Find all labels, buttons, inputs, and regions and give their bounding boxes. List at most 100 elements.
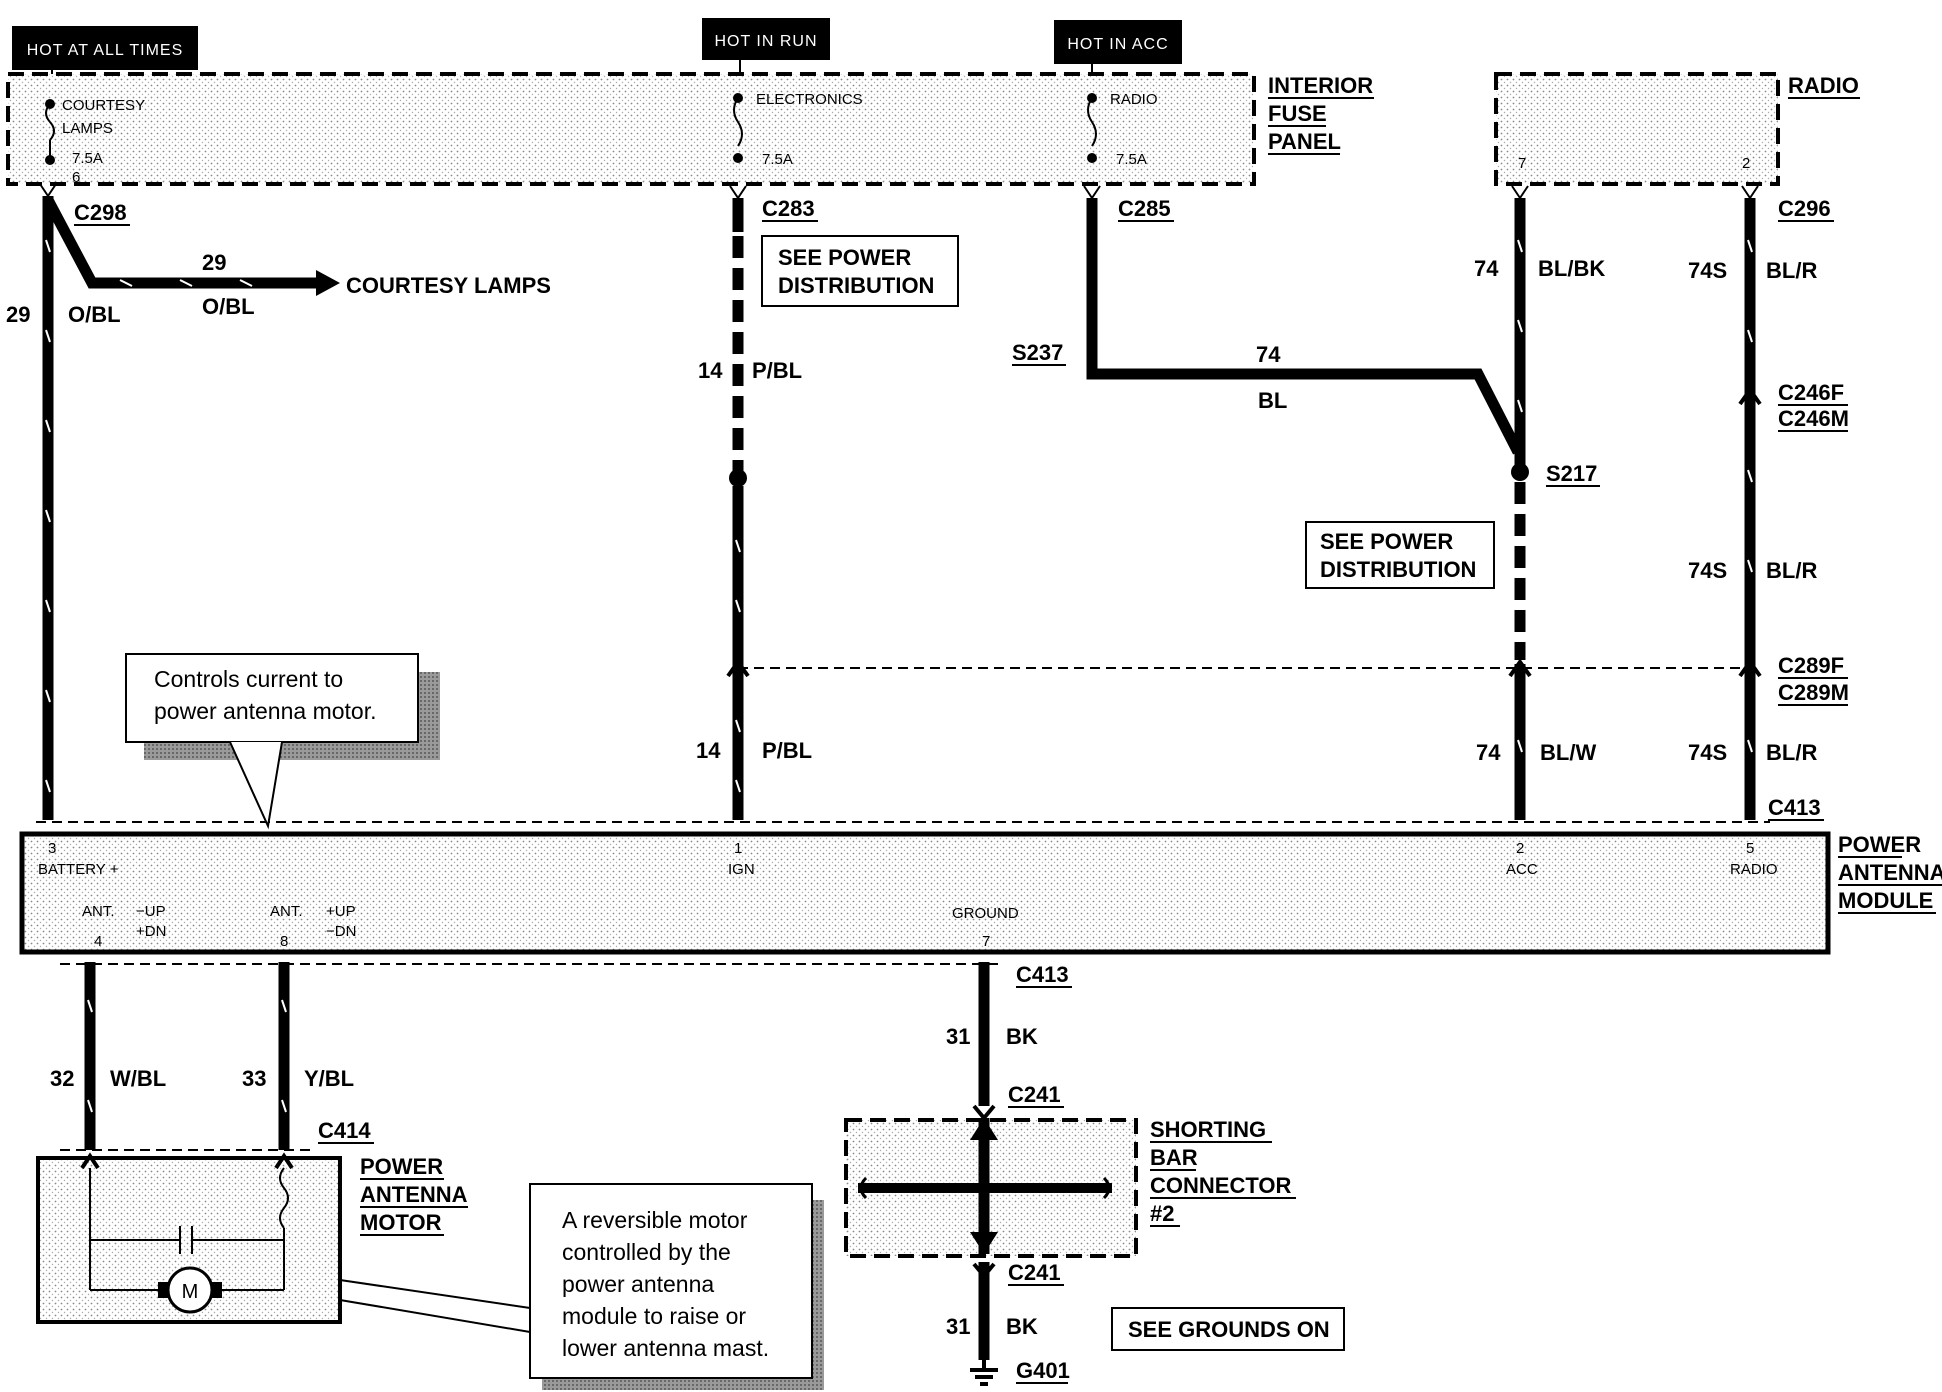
svg-text:6: 6	[72, 169, 80, 186]
svg-text:BK: BK	[1006, 1024, 1038, 1049]
svg-text:7: 7	[982, 933, 990, 950]
svg-text:+UP: +UP	[326, 903, 356, 920]
svg-text:BK: BK	[1006, 1314, 1038, 1339]
svg-text:IGN: IGN	[728, 861, 755, 878]
wire-74-bl	[1083, 185, 1523, 455]
svg-text:P/BL: P/BL	[762, 738, 812, 763]
motor-icon	[166, 1266, 214, 1314]
s237-label: S237	[1012, 340, 1063, 365]
svg-text:4: 4	[94, 933, 102, 950]
hot-at-all-times-label: HOT AT ALL TIMES	[12, 26, 198, 70]
svg-text:2: 2	[1742, 155, 1750, 172]
c246f-label: C246F	[1778, 380, 1844, 405]
svg-text:Controls current to: Controls current to	[154, 666, 343, 692]
svg-text:HOT AT ALL TIMES: HOT AT ALL TIMES	[27, 42, 184, 59]
wire-74-blbk	[1511, 185, 1529, 820]
svg-text:BL/R: BL/R	[1766, 740, 1817, 765]
svg-text:BATTERY +: BATTERY +	[38, 861, 119, 878]
svg-text:RADIO: RADIO	[1730, 861, 1778, 878]
svg-text:ANT.: ANT.	[82, 903, 115, 920]
svg-text:74S: 74S	[1688, 258, 1727, 283]
svg-text:P/BL: P/BL	[752, 358, 802, 383]
c413-bottom-label: C413	[1016, 962, 1069, 987]
g401-label: G401	[1016, 1358, 1070, 1383]
svg-text:+DN: +DN	[136, 923, 166, 940]
svg-text:74S: 74S	[1688, 558, 1727, 583]
s217-label: S217	[1546, 461, 1597, 486]
svg-text:M: M	[182, 1281, 199, 1303]
svg-text:HOT IN RUN: HOT IN RUN	[714, 33, 817, 50]
svg-text:COURTESY: COURTESY	[62, 97, 145, 114]
svg-text:33: 33	[242, 1066, 266, 1091]
svg-text:1: 1	[734, 840, 742, 857]
wire-14	[729, 185, 747, 820]
power-antenna-module: POWER ANTENNA MODULE 3 BATTERY + 1 IGN 2…	[19, 831, 1942, 955]
wire-29	[39, 183, 340, 820]
see-power-distribution-box-1: SEE POWER DISTRIBUTION	[761, 235, 959, 307]
c413-top-label: C413	[1768, 795, 1821, 820]
fuse-panel-title-3: PANEL	[1268, 129, 1341, 154]
svg-text:14: 14	[696, 738, 721, 763]
svg-text:BL/W: BL/W	[1540, 740, 1596, 765]
wire-tick-marks	[45, 239, 1753, 793]
radio-fuse: RADIO 7.5A	[1087, 91, 1158, 168]
motor-title-1: POWER	[360, 1154, 443, 1179]
connector-labels: C298 C283 C285 C296 C246F C246M C289F C2…	[74, 196, 1849, 1384]
c285-label: C285	[1118, 196, 1171, 221]
c241-top-label: C241	[1008, 1082, 1061, 1107]
svg-text:BL/BK: BL/BK	[1538, 256, 1605, 281]
motor-title-3: MOTOR	[360, 1210, 442, 1235]
module-title-1: POWER	[1838, 832, 1921, 857]
c283-label: C283	[762, 196, 815, 221]
svg-text:8: 8	[280, 933, 288, 950]
module-title-2: ANTENNA	[1838, 860, 1942, 885]
svg-text:DISTRIBUTION: DISTRIBUTION	[1320, 557, 1476, 582]
svg-text:74: 74	[1476, 740, 1501, 765]
power-antenna-motor: M POWER ANTENNA MOTOR	[36, 1152, 468, 1324]
module-title-3: MODULE	[1838, 888, 1933, 913]
ground-symbol-icon	[970, 1360, 998, 1386]
fuse-panel-title-1: INTERIOR	[1268, 73, 1373, 98]
svg-text:7.5A: 7.5A	[762, 151, 793, 168]
hot-in-acc-label: HOT IN ACC	[1054, 20, 1182, 64]
svg-text:ELECTRONICS: ELECTRONICS	[756, 91, 863, 108]
shorting-bar-connector: SHORTING BAR CONNECTOR #2	[844, 1117, 1296, 1258]
svg-text:BL/R: BL/R	[1766, 558, 1817, 583]
c289m-label: C289M	[1778, 680, 1849, 705]
svg-text:O/BL: O/BL	[68, 302, 121, 327]
shorting-bar-title-3: CONNECTOR	[1150, 1173, 1291, 1198]
svg-text:BL/R: BL/R	[1766, 258, 1817, 283]
svg-text:31: 31	[946, 1314, 970, 1339]
c289f-label: C289F	[1778, 653, 1844, 678]
electronics-fuse: ELECTRONICS 7.5A	[733, 91, 863, 168]
svg-text:7.5A: 7.5A	[72, 150, 103, 167]
svg-text:RADIO: RADIO	[1110, 91, 1158, 108]
svg-text:31: 31	[946, 1024, 970, 1049]
svg-text:29: 29	[202, 250, 226, 275]
see-grounds-on-box: SEE GROUNDS ON	[1111, 1307, 1345, 1351]
svg-text:A reversible motor: A reversible motor	[562, 1207, 748, 1233]
svg-text:LAMPS: LAMPS	[62, 120, 113, 137]
c298-label: C298	[74, 200, 127, 225]
svg-text:29: 29	[6, 302, 30, 327]
svg-text:DISTRIBUTION: DISTRIBUTION	[778, 273, 934, 298]
c414-label: C414	[318, 1118, 371, 1143]
svg-text:ANT.: ANT.	[270, 903, 303, 920]
c296-label: C296	[1778, 196, 1831, 221]
svg-text:module to raise or: module to raise or	[562, 1303, 746, 1329]
c246-connector	[1738, 386, 1762, 406]
courtesy-lamps-fuse: COURTESY LAMPS 7.5A 6	[45, 97, 145, 186]
radio-title: RADIO	[1788, 73, 1859, 98]
svg-text:7: 7	[1518, 155, 1526, 172]
radio-component: RADIO 7 2	[1494, 72, 1860, 186]
svg-text:HOT IN ACC: HOT IN ACC	[1067, 36, 1168, 53]
svg-text:SEE POWER: SEE POWER	[1320, 529, 1453, 554]
svg-text:SEE POWER: SEE POWER	[778, 245, 911, 270]
svg-text:3: 3	[48, 840, 56, 857]
svg-text:GROUND: GROUND	[952, 905, 1019, 922]
svg-text:ACC: ACC	[1506, 861, 1538, 878]
see-power-distribution-box-2: SEE POWER DISTRIBUTION	[1305, 521, 1495, 589]
shorting-bar-title-4: #2	[1150, 1201, 1174, 1226]
svg-text:74S: 74S	[1688, 740, 1727, 765]
c241-bottom-label: C241	[1008, 1260, 1061, 1285]
